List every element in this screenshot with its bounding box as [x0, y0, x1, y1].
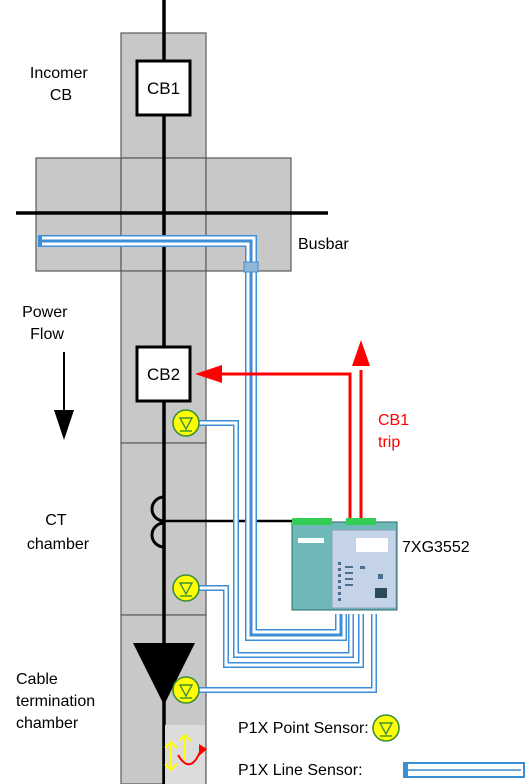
arc-flash-icon: [164, 725, 207, 784]
legend-line-sensor-label: P1X Line Sensor:: [238, 762, 363, 779]
cable-termination-cone-icon: [133, 643, 195, 705]
cb2-label: CB2: [147, 365, 180, 384]
busbar-label: Busbar: [298, 236, 349, 253]
current-transformer-icon: [150, 495, 292, 549]
legend-point-sensor-icon: [372, 714, 400, 742]
legend: P1X Point Sensor: P1X Line Sensor:: [238, 714, 525, 779]
cb1-trip-label: CB1 trip: [378, 412, 414, 451]
line-sensor-end-fitting: [243, 261, 259, 273]
line-sensor-fibre: [38, 235, 347, 641]
trip-left-arrow-icon: [195, 365, 222, 383]
point-sensor-fibres: [199, 420, 377, 693]
incomer-label: Incomer CB: [30, 65, 92, 104]
point-sensor-cb2: [172, 409, 200, 437]
cb1-label: CB1: [147, 79, 180, 98]
ct-chamber-label: CT chamber: [27, 512, 90, 553]
legend-point-sensor-label: P1X Point Sensor:: [238, 720, 369, 737]
relay-label: 7XG3552: [402, 539, 470, 556]
trip-up-arrow-icon: [352, 340, 370, 366]
power-flow-label: Power Flow: [22, 304, 72, 343]
cable-termination-label: Cable termination chamber: [16, 671, 100, 732]
relay-7xg3552: [291, 518, 398, 611]
cb1-trip-signal: [195, 340, 370, 518]
cb1-box: [135, 59, 192, 117]
point-sensor-cable: [172, 676, 200, 704]
power-flow-arrow-icon: [54, 352, 74, 440]
point-sensor-ct: [172, 574, 200, 602]
cb2-box: [135, 345, 192, 403]
legend-line-sensor-icon: [403, 762, 525, 778]
